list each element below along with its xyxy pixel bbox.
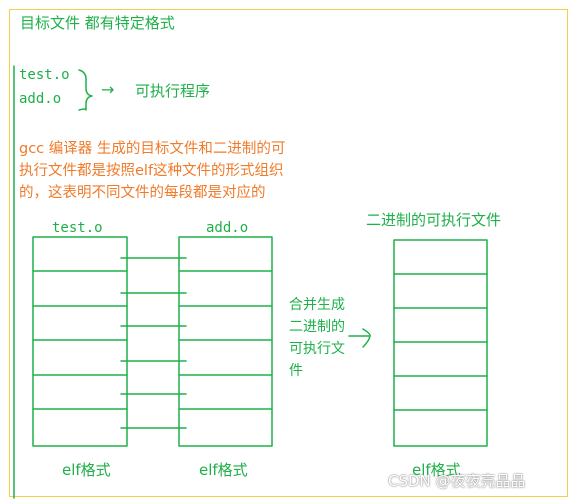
merge-arrow-icon — [348, 328, 371, 348]
elf-caption-add: elf格式 — [199, 461, 248, 479]
merge-label-line-3: 可执行文 — [289, 341, 345, 357]
merge-label-line-4: 件 — [289, 363, 303, 379]
arrow-to-executable: → — [101, 80, 115, 99]
section-connectors — [120, 257, 187, 429]
elf-caption-executable: elf格式 — [412, 461, 461, 479]
diagram-title: 目标文件 都有特定格式 — [20, 14, 175, 32]
column-title-executable: 二进制的可执行文件 — [366, 211, 502, 229]
description-line-3: 的，这表明不同文件的每段都是对应的 — [19, 185, 266, 201]
column-title-add: add.o — [206, 220, 249, 236]
input-file-add: add.o — [19, 91, 62, 107]
diagram-frame — [9, 9, 568, 497]
elf-block-test — [32, 236, 128, 447]
csdn-watermark: CSDN @夜夜亮晶晶 — [388, 472, 526, 490]
description-line-2: 执行文件都是按照elf这种文件的形式组织 — [19, 163, 284, 179]
input-brace — [78, 69, 93, 111]
elf-block-executable — [393, 239, 488, 447]
column-title-test: test.o — [52, 220, 103, 236]
executable-program-label: 可执行程序 — [135, 82, 211, 100]
elf-caption-test: elf格式 — [62, 461, 111, 479]
merge-label-line-1: 合并生成 — [289, 297, 345, 313]
elf-block-add — [178, 236, 273, 447]
merge-label-line-2: 二进制的 — [289, 319, 345, 335]
description-line-1: gcc 编译器 生成的目标文件和二进制的可 — [19, 141, 286, 157]
input-file-test: test.o — [19, 67, 70, 83]
